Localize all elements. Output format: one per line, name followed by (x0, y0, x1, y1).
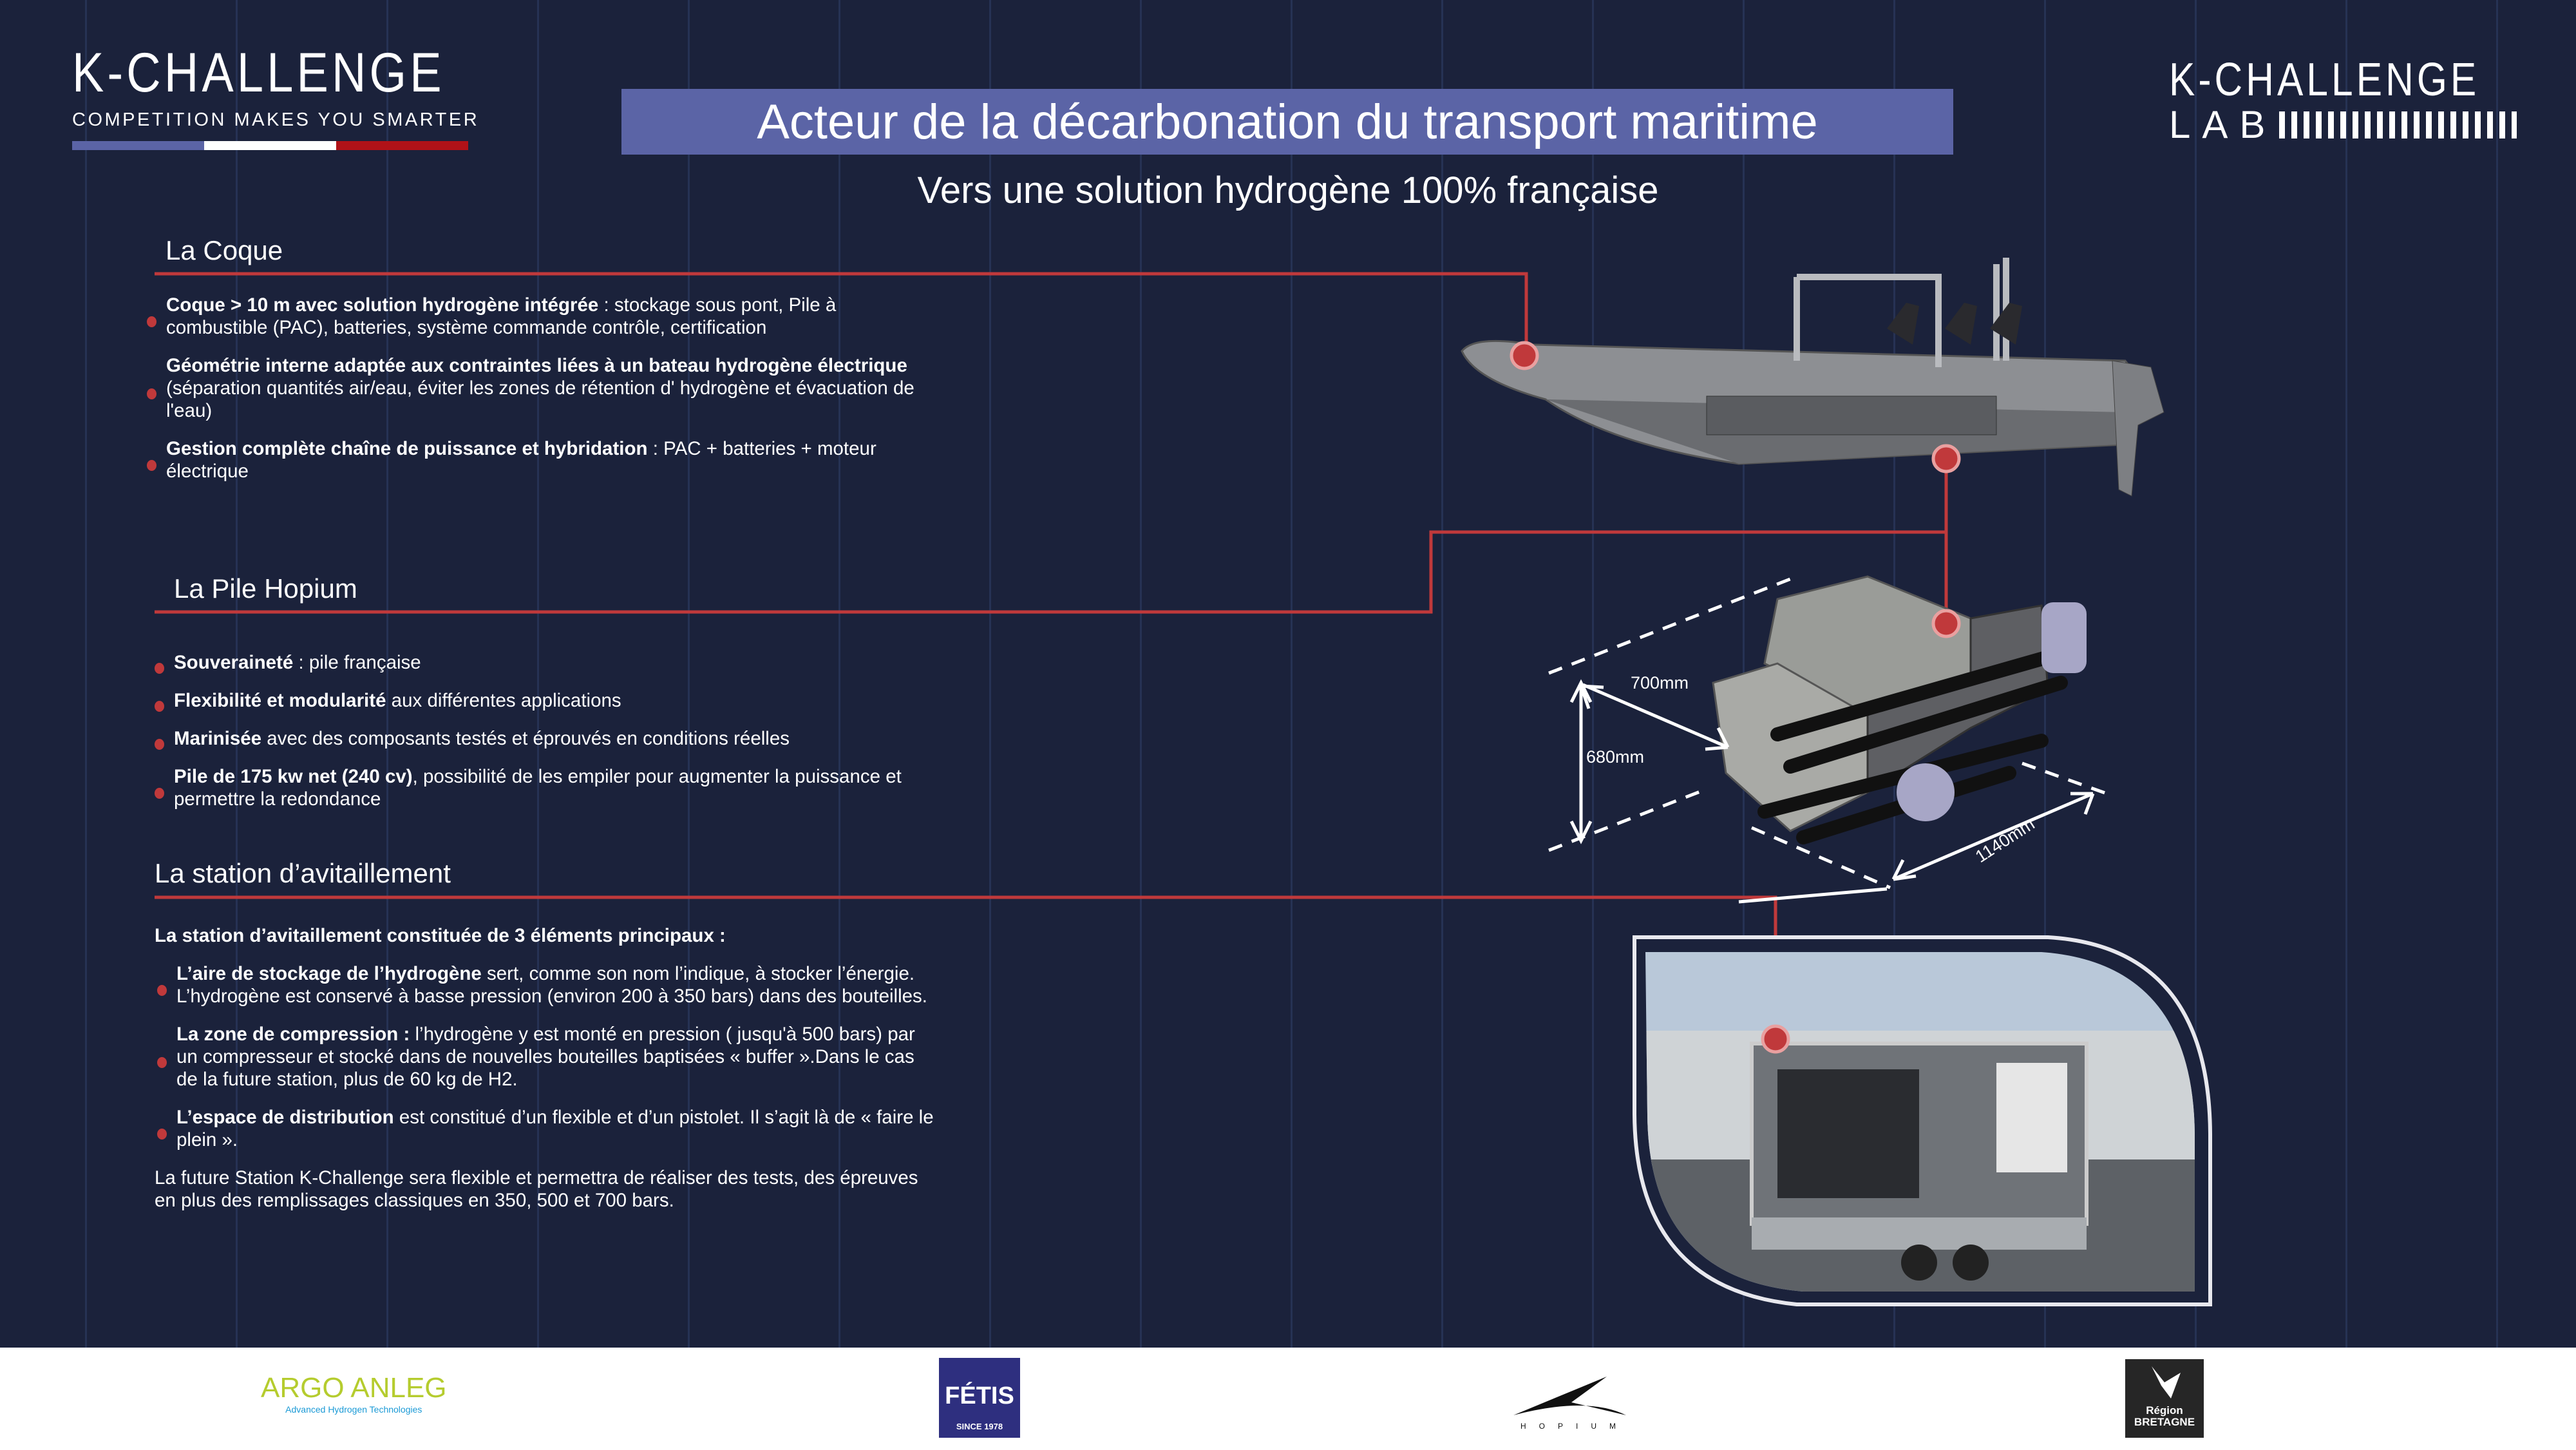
pile-list: Souveraineté : pile française Flexibilit… (155, 651, 934, 826)
k-challenge-lab-logo: K-CHALLENGE LAB (2169, 57, 2517, 144)
coque-connector (155, 272, 1528, 356)
french-flag-bar (72, 141, 468, 150)
list-item: Pile de 175 kw net (240 cv), possibilité… (155, 765, 934, 810)
station-photo (1633, 935, 2212, 1306)
coque-marker (1510, 341, 1961, 473)
dimension-lines (1548, 575, 2113, 904)
page-subtitle: Vers une solution hydrogène 100% françai… (917, 169, 1659, 211)
section-heading-coque: La Coque (166, 235, 283, 265)
list-item: Gestion complète chaîne de puissance et … (147, 437, 926, 482)
list-item: L’espace de distribution est constitué d… (157, 1106, 940, 1151)
depth-label: 700mm (1631, 673, 1689, 692)
region-bretagne-logo: Région BRETAGNE (2125, 1359, 2204, 1438)
barcode-icon (2279, 111, 2517, 138)
hopium-logo: HOPIUM (1510, 1373, 1639, 1431)
fetis-logo: FÉTIS SINCE 1978 (939, 1358, 1020, 1438)
coque-list: Coque > 10 m avec solution hydrogène int… (147, 294, 926, 498)
station-outro: La future Station K-Challenge sera flexi… (155, 1167, 918, 1211)
list-item: Flexibilité et modularité aux différente… (155, 689, 934, 712)
tagline: COMPETITION MAKES YOU SMARTER (72, 110, 480, 130)
boat-illustration (1461, 258, 2164, 497)
list-item: Coque > 10 m avec solution hydrogène int… (147, 294, 926, 339)
fuel-cell-illustration (1712, 575, 2087, 844)
partner-logos-footer: ARGO ANLEG Advanced Hydrogen Technologie… (0, 1348, 2576, 1450)
list-item: Marinisée avec des composants testés et … (155, 727, 934, 750)
list-item: La zone de compression : l’hydrogène y e… (157, 1023, 940, 1091)
k-challenge-logo: K-CHALLENGE COMPETITION MAKES YOU SMARTE… (72, 45, 480, 150)
height-label: 680mm (1586, 747, 1644, 767)
section-heading-pile: La Pile Hopium (174, 573, 357, 604)
station-intro: La station d’avitaillement constituée de… (155, 925, 726, 946)
list-item: L’aire de stockage de l’hydrogène sert, … (157, 962, 940, 1007)
page-title: Acteur de la décarbonation du transport … (621, 89, 1953, 155)
list-item: Géométrie interne adaptée aux contrainte… (147, 354, 926, 422)
station-content: La station d’avitaillement constituée de… (155, 924, 940, 1212)
list-item: Souveraineté : pile française (155, 651, 934, 674)
section-heading-station: La station d’avitaillement (155, 858, 451, 888)
argo-anleg-logo: ARGO ANLEG Advanced Hydrogen Technologie… (261, 1372, 447, 1415)
